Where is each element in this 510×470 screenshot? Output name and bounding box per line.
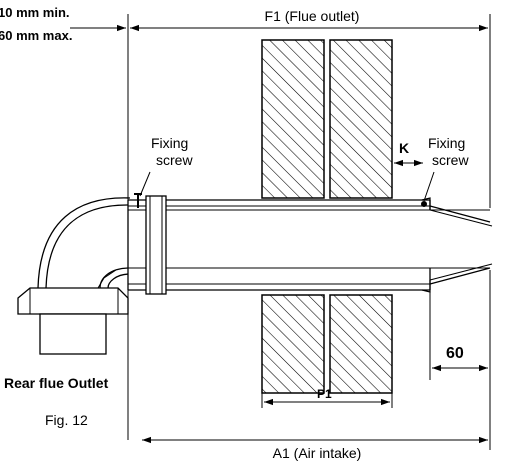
clearance-min-label: 10 mm min. [0,5,70,20]
rear-flue-outlet-flange [17,287,129,355]
wall-section-upper [261,39,393,199]
air-intake-label: A1 (Air intake) [273,445,362,461]
figure-label: Fig. 12 [45,412,88,428]
fixing-screw-left-label-line2: screw [156,152,193,168]
flue-pipe [127,195,493,295]
dimension-extension-lines [127,14,491,450]
flue-outlet-label: F1 (Flue outlet) [265,8,360,24]
p1-label: P1 [317,387,332,401]
wall-section-lower [261,294,393,394]
flue-elbow [37,197,131,289]
fixing-screw-right-marker [421,201,427,207]
dimension-60-label: 60 [446,345,464,362]
fixing-screw-right-label-line2: screw [432,152,469,168]
k-label: K [399,140,409,156]
rear-flue-outlet-label: Rear flue Outlet [4,375,109,391]
fixing-screw-left-leader [139,171,151,197]
fixing-screw-left-label-line1: Fixing [151,135,188,151]
fixing-screw-right-label-line1: Fixing [428,135,465,151]
fixing-screw-right-leader [423,171,435,202]
clearance-max-label: 60 mm max. [0,28,72,43]
